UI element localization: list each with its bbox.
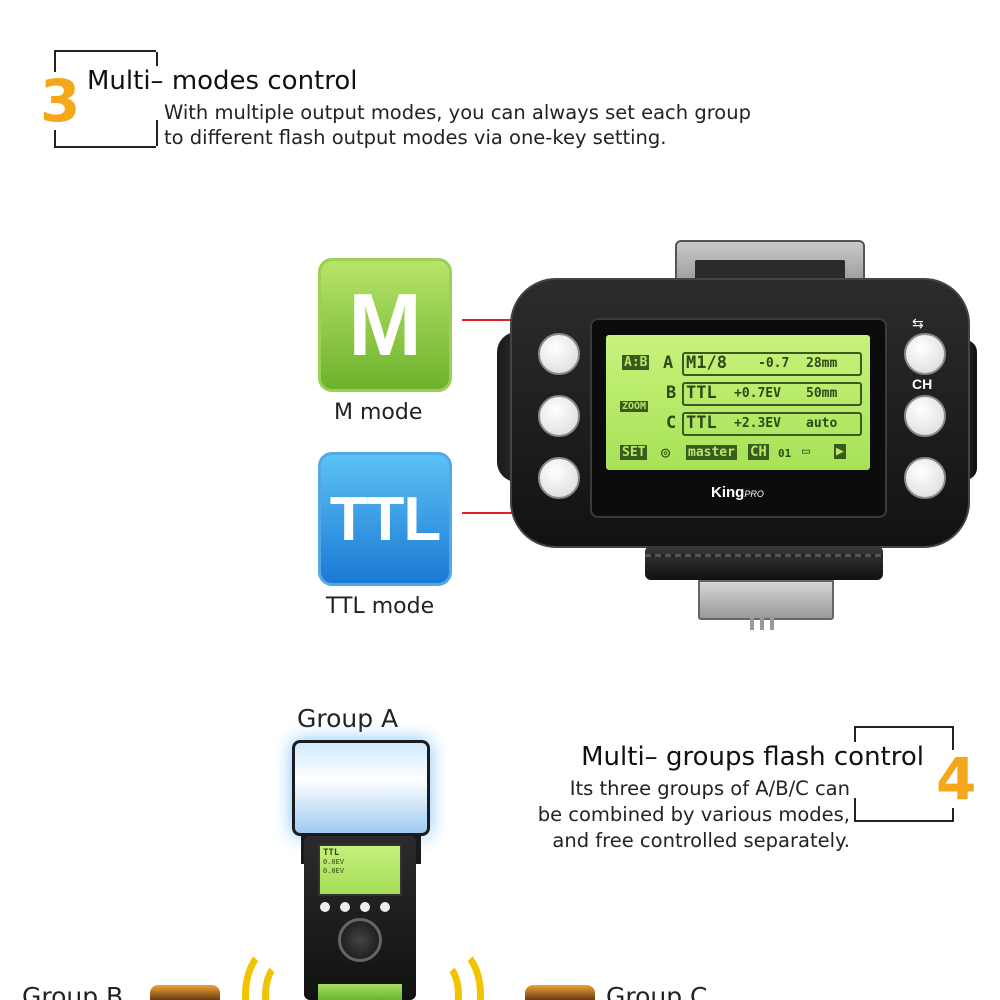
- m-mode-label: M mode: [334, 400, 423, 425]
- lcd-row1-comp: -0.7: [758, 356, 790, 371]
- wireless-wave-right-outer: [422, 945, 484, 1000]
- trigger-brand: KingPRO: [711, 484, 764, 501]
- speedlite-dial[interactable]: [338, 918, 382, 962]
- lcd-master-tag: master: [686, 445, 737, 460]
- section4-desc-line2: be combined by various modes,: [537, 803, 850, 826]
- speedlite-button-2[interactable]: [340, 902, 350, 912]
- brand-name: King: [711, 484, 745, 501]
- lcd-signal-icon: ▶: [834, 444, 846, 459]
- section3-desc-line1: With multiple output modes, you can alwa…: [164, 101, 751, 124]
- section4-desc-line3: and free controlled separately.: [552, 829, 850, 852]
- lcd-row1-zoom: 28mm: [806, 356, 838, 371]
- lcd-row2-comp: +0.7EV: [734, 386, 781, 401]
- trigger-button-left-2[interactable]: [538, 395, 580, 437]
- section3-desc-line2: to different flash output modes via one-…: [164, 126, 667, 149]
- section3-description: With multiple output modes, you can alwa…: [164, 100, 751, 150]
- lcd-row2-box: [682, 382, 862, 406]
- lcd-ab-tag: A:B: [622, 355, 650, 370]
- lcd-zoom-tag: ZOOM: [620, 401, 649, 412]
- ttl-mode-badge: TTL: [318, 452, 452, 586]
- trigger-button-left-1[interactable]: [538, 333, 580, 375]
- speedlite-button-3[interactable]: [360, 902, 370, 912]
- trigger-button-left-3[interactable]: [538, 457, 580, 499]
- channel-label: CH: [912, 376, 933, 392]
- speedlite-lcd-line3: 0.0EV: [323, 867, 345, 875]
- brand-suffix: PRO: [744, 489, 764, 499]
- lcd-ch-number: 01: [778, 447, 792, 460]
- speedlite-lcd-line2: 0.0EV: [323, 858, 345, 866]
- speedlite-lcd: TTL 0.0EV 0.0EV: [318, 844, 402, 896]
- lcd-ch-tag: CH: [748, 444, 769, 460]
- group-c-flash-icon: [525, 985, 595, 1000]
- group-c-label: Group C: [606, 982, 708, 1000]
- lcd-group-c: C: [666, 413, 677, 433]
- trigger-button-right-1[interactable]: [904, 333, 946, 375]
- lcd-battery-icon: ▭: [802, 444, 810, 459]
- speedlite-button-1[interactable]: [320, 902, 330, 912]
- speedlite-button-4[interactable]: [380, 902, 390, 912]
- lcd-group-a: A: [663, 353, 674, 373]
- lcd-group-b: B: [666, 383, 677, 403]
- lcd-row3-mode: TTL: [686, 413, 717, 433]
- section4-title: Multi– groups flash control: [577, 742, 924, 772]
- lcd-row3-box: [682, 412, 862, 436]
- lcd-row3-zoom: auto: [806, 416, 838, 431]
- section3-title: Multi– modes control: [87, 66, 358, 96]
- speedlite-flash-head: [292, 740, 430, 836]
- section4-description: Its three groups of A/B/C can be combine…: [538, 776, 850, 854]
- trigger-foot-lock-ring: [645, 546, 883, 580]
- trigger-hotshoe-foot: [698, 580, 834, 630]
- ttl-mode-label: TTL mode: [326, 594, 435, 619]
- lcd-row1-mode: M1/8: [686, 353, 727, 373]
- section4-desc-line1: Its three groups of A/B/C can: [569, 777, 850, 800]
- section4-number: 4: [934, 745, 979, 813]
- lcd-row1-box: [682, 352, 862, 376]
- section3-number: 3: [38, 67, 83, 135]
- speedlite-foot: [318, 984, 402, 1000]
- lcd-camera-icon: ◎: [661, 443, 671, 461]
- group-a-label: Group A: [297, 704, 399, 733]
- lcd-row2-zoom: 50mm: [806, 386, 838, 401]
- lcd-set-tag: SET: [620, 445, 648, 460]
- trigger-lcd: A:B A M1/8 -0.7 28mm B TTL +0.7EV 50mm Z…: [606, 335, 870, 470]
- group-b-flash-icon: [150, 985, 220, 1000]
- trigger-button-right-2[interactable]: [904, 395, 946, 437]
- trigger-button-right-3[interactable]: [904, 457, 946, 499]
- lcd-row2-mode: TTL: [686, 383, 717, 403]
- m-mode-badge: M: [318, 258, 452, 392]
- wireless-wave-left-outer: [242, 945, 304, 1000]
- speedlite-lcd-line1: TTL: [323, 848, 340, 858]
- group-b-label: Group B: [22, 982, 124, 1000]
- lcd-row3-comp: +2.3EV: [734, 416, 781, 431]
- sync-arrows-icon: ⇆: [912, 316, 924, 332]
